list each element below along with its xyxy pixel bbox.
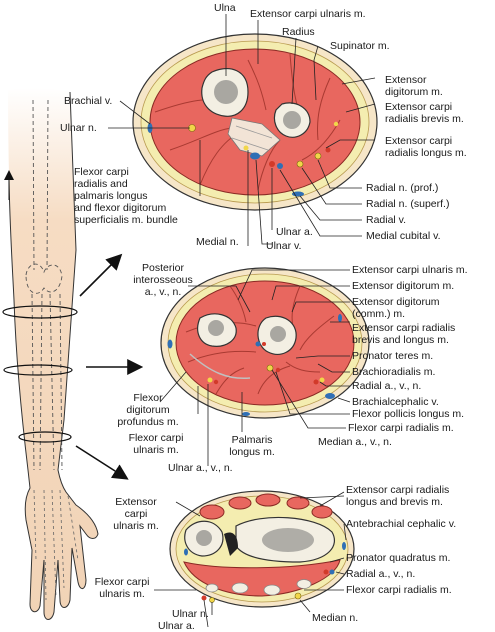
cross-section-middle — [160, 267, 370, 419]
label-median-n: Median n. — [312, 612, 359, 624]
label-medial-cubital-v: Medial cubital v. — [366, 230, 441, 242]
label-extensor-carpi-radialis-2: Extensor carpi radialis brevis and longu… — [352, 322, 456, 346]
label-pronator-quadratus: Pronator quadratus m. — [346, 552, 451, 564]
label-ulna: Ulna — [214, 2, 236, 14]
label-radial-n-superf: Radial n. (superf.) — [366, 198, 450, 210]
label-ulnar-a-3: Ulnar a. — [158, 620, 195, 632]
label-ulnar-v-1: Ulnar v. — [266, 240, 302, 252]
label-ulnar-n-1: Ulnar n. — [60, 122, 97, 134]
label-extensor-digitorum-2: Extensor digitorum m. — [352, 280, 455, 292]
label-ulnar-a-1: Ulnar a. — [276, 226, 313, 238]
label-extensor-carpi-ulnaris-3: Extensor carpi ulnaris m. — [113, 496, 159, 532]
label-flexor-carpi-ulnaris-2: Flexor carpi ulnaris m. — [128, 432, 184, 456]
label-flexor-carpi-radialis-3: Flexor carpi radialis m. — [346, 584, 452, 596]
label-brachialcephalic-v: Brachialcephalic v. — [352, 396, 439, 408]
label-extensor-carpi-radialis-longus-1: Extensor carpi radialis longus m. — [385, 135, 467, 159]
label-ulnar-n-3: Ulnar n. — [172, 608, 209, 620]
label-radius: Radius — [282, 26, 315, 38]
label-flexor-carpi-radialis-2: Flexor carpi radialis m. — [348, 422, 454, 434]
label-ulnar-avn: Ulnar a., v., n. — [168, 462, 233, 474]
label-flexor-bundle: Flexor carpi radialis and palmaris longu… — [74, 166, 178, 226]
label-flexor-pollicis-longus: Flexor pollicis longus m. — [352, 408, 465, 420]
label-supinator: Supinator m. — [330, 40, 390, 52]
label-pronator-teres: Pronator teres m. — [352, 350, 434, 362]
label-medial-n: Medial n. — [196, 236, 239, 248]
label-posterior-interosseous: Posterior interosseous a., v., n. — [133, 262, 193, 298]
label-brachioradialis: Brachioradialis m. — [352, 366, 436, 378]
label-palmaris-longus: Palmaris longus m. — [229, 434, 275, 458]
label-extensor-carpi-ulnaris-1: Extensor carpi ulnaris m. — [250, 8, 366, 20]
label-radial-avn-3: Radial a., v., n. — [346, 568, 416, 580]
label-extensor-digitorum-1: Extensor digitorum m. — [385, 74, 443, 98]
label-brachial-v: Brachial v. — [64, 95, 113, 107]
label-flexor-digitorum-profundus: Flexor digitorum profundus m. — [117, 392, 179, 428]
label-extensor-carpi-radialis-3: Extensor carpi radialis longus and brevi… — [346, 484, 450, 508]
cross-section-lower — [169, 490, 355, 608]
arm-illustration — [2, 87, 144, 620]
cross-section-upper — [132, 33, 378, 211]
leader-lines — [108, 14, 376, 628]
label-extensor-carpi-radialis-brevis-1: Extensor carpi radialis brevis m. — [385, 101, 464, 125]
label-radial-avn-2: Radial a., v., n. — [352, 380, 422, 392]
label-radial-v: Radial v. — [366, 214, 407, 226]
label-extensor-digitorum-comm: Extensor digitorum (comm.) m. — [352, 296, 440, 320]
label-radial-n-prof: Radial n. (prof.) — [366, 182, 439, 194]
label-median-avn: Median a., v., n. — [318, 436, 392, 448]
label-flexor-carpi-ulnaris-3: Flexor carpi ulnaris m. — [94, 576, 150, 600]
label-extensor-carpi-ulnaris-2: Extensor carpi ulnaris m. — [352, 264, 468, 276]
label-antebrachial-cephalic-v: Antebrachial cephalic v. — [346, 518, 457, 530]
